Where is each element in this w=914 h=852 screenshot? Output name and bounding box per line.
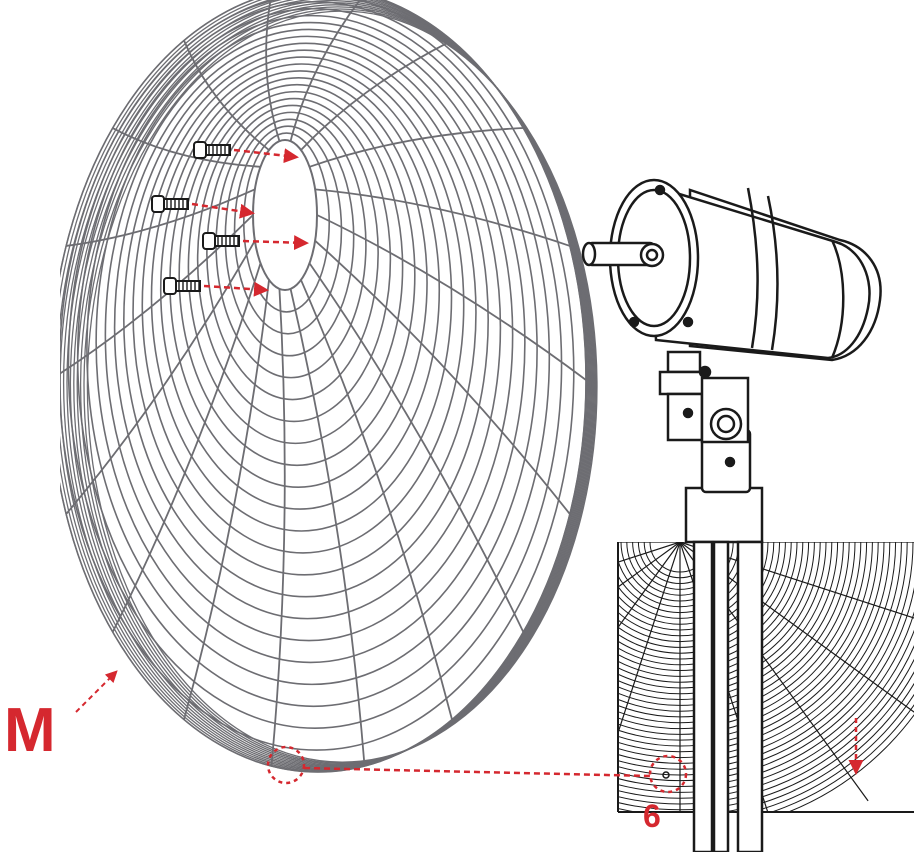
arrow-icon bbox=[233, 148, 299, 164]
grill-ring bbox=[159, 70, 441, 510]
grill-spoke bbox=[66, 188, 256, 247]
grill-spoke bbox=[265, 0, 281, 142]
alignment-connector bbox=[303, 766, 651, 778]
grill-spoke bbox=[270, 288, 286, 767]
pole-hole-dot bbox=[662, 771, 670, 779]
grill-spoke bbox=[183, 40, 270, 151]
hole-callout-label: 6 bbox=[643, 798, 661, 834]
grill-spoke bbox=[111, 262, 262, 633]
grill-ring bbox=[141, 56, 465, 554]
screw-group bbox=[151, 141, 309, 297]
arrow-icon bbox=[191, 202, 255, 219]
grill-ring bbox=[95, 21, 526, 664]
screw-icon bbox=[202, 232, 240, 250]
grill-rim-ring bbox=[69, 0, 593, 768]
grill-spoke bbox=[308, 262, 525, 633]
screw-icon bbox=[193, 141, 231, 159]
screw-icon bbox=[163, 277, 201, 295]
arrow-icon bbox=[203, 281, 269, 297]
ghost-spoke bbox=[618, 542, 681, 735]
grill-ring bbox=[67, 1, 563, 729]
grill-ring bbox=[132, 49, 477, 576]
motor-housing bbox=[581, 178, 882, 362]
grill-concentric-rings bbox=[60, 0, 587, 773]
guard-pointer-arrow bbox=[75, 670, 118, 713]
grill-hole-highlight bbox=[266, 745, 306, 785]
grill-ring bbox=[104, 28, 514, 642]
ghost-spoke bbox=[618, 542, 681, 629]
grill-ring bbox=[123, 42, 489, 598]
grill-radial-spokes bbox=[60, 0, 587, 767]
grill-ring bbox=[196, 97, 392, 423]
screw-icon bbox=[151, 195, 189, 213]
grill-ring bbox=[60, 0, 575, 751]
grill-ring bbox=[113, 35, 502, 620]
grill-rim-ring bbox=[60, 0, 588, 772]
grill-ring bbox=[233, 125, 343, 335]
grill-spoke bbox=[300, 279, 453, 720]
tilt-bracket bbox=[658, 350, 752, 494]
grill-spoke bbox=[316, 214, 587, 381]
ghost-spoke bbox=[618, 542, 681, 563]
pole-hole-highlight bbox=[648, 754, 688, 794]
grill-spoke bbox=[300, 39, 453, 151]
grill-rim-ring bbox=[76, 4, 595, 766]
ghost-spoke bbox=[679, 542, 914, 619]
grill-spoke bbox=[65, 240, 256, 515]
grill-rim-ring bbox=[83, 8, 597, 764]
grill-rim-ring bbox=[60, 0, 589, 771]
arrow-icon bbox=[242, 235, 309, 251]
grill-ring bbox=[150, 63, 453, 532]
grill-ring bbox=[242, 132, 331, 313]
ghost-arc bbox=[786, 714, 914, 812]
stand-pole bbox=[684, 486, 764, 852]
ghost-grill-detail bbox=[618, 542, 914, 812]
rear-grill bbox=[60, 0, 598, 773]
grill-spoke bbox=[183, 279, 270, 720]
grill-ring bbox=[187, 90, 404, 445]
grill-ring bbox=[76, 7, 551, 708]
guard-callout-label: M bbox=[4, 696, 56, 765]
grill-spoke bbox=[289, 0, 366, 142]
grill-spoke bbox=[289, 288, 366, 767]
grill-spoke bbox=[112, 127, 261, 168]
grill-spoke bbox=[314, 239, 571, 515]
grill-spoke bbox=[314, 188, 571, 247]
grill-spoke bbox=[309, 127, 524, 168]
grill-rim-ring bbox=[79, 6, 596, 765]
grill-ring bbox=[206, 104, 379, 401]
grill-ring bbox=[86, 14, 538, 686]
grill-ring bbox=[178, 83, 416, 467]
grill-center-hub bbox=[252, 139, 318, 291]
ghost-spoke bbox=[618, 542, 681, 588]
